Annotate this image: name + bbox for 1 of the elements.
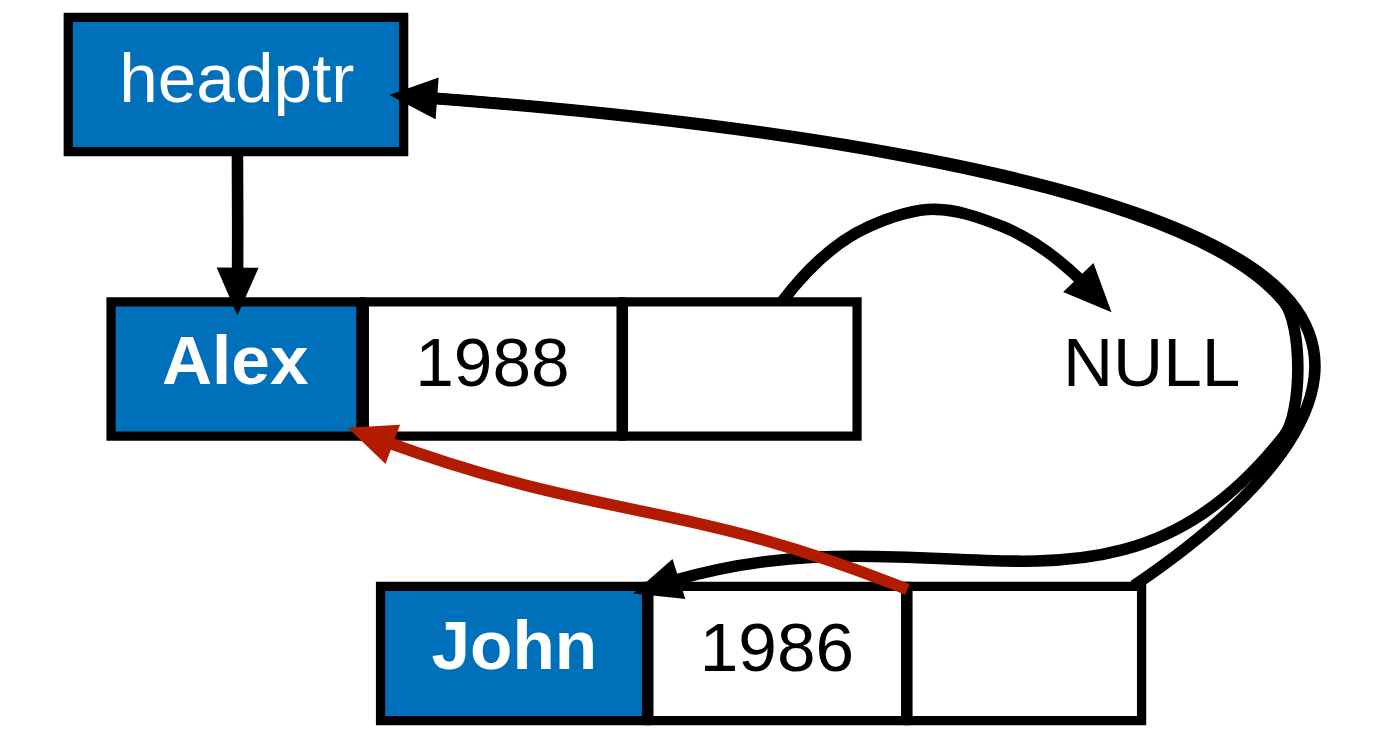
node-text: NULL: [1062, 323, 1240, 402]
